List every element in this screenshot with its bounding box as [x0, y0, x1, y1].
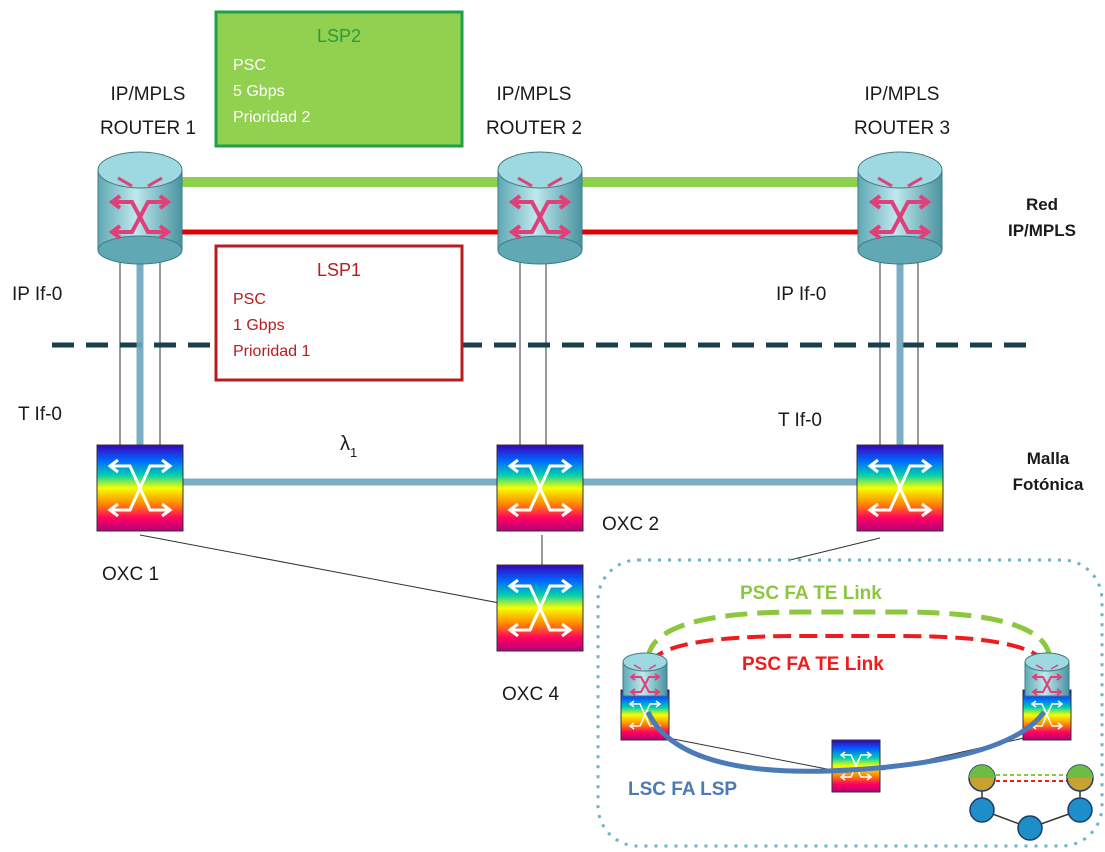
lambda-subscript: 1 — [350, 445, 357, 460]
router-1-label-line2: ROUTER 1 — [100, 118, 196, 139]
router-2-label-line2: ROUTER 2 — [486, 118, 582, 139]
router-2[interactable] — [497, 151, 583, 265]
ip-if-left: IP If-0 — [12, 284, 62, 305]
ip-if-right: IP If-0 — [776, 284, 826, 305]
inset-node-left — [620, 652, 670, 741]
lsc-fa-lsp-curve — [645, 710, 1047, 774]
router-3-label-line2: ROUTER 3 — [854, 118, 950, 139]
fa-inset: PSC FA TE Link PSC FA TE Link LSC FA LSP — [596, 558, 1104, 848]
lsp1-bandwidth: 1 Gbps — [233, 317, 285, 334]
router-1-label-line1: IP/MPLS — [111, 84, 186, 105]
lsc-fa-lsp-label: LSC FA LSP — [628, 779, 737, 800]
layer-photonic-line1: Malla — [1027, 449, 1070, 468]
psc-fa-te-link-green — [645, 609, 1053, 661]
t-if-right: T If-0 — [778, 410, 822, 431]
router-3[interactable] — [857, 151, 943, 265]
layer-ip-line2: IP/MPLS — [1008, 221, 1076, 240]
lambda-symbol: λ — [340, 433, 350, 455]
lsp2-type: PSC — [233, 57, 266, 74]
psc-fa-te-link-red — [648, 634, 1048, 666]
lsp2-bandwidth: 5 Gbps — [233, 83, 285, 100]
router-2-label-line1: IP/MPLS — [497, 84, 572, 105]
lsp1-box: LSP1 PSC 1 Gbps Prioridad 1 — [214, 244, 464, 382]
oxc-2-label: OXC 2 — [602, 514, 659, 535]
lsp2-title: LSP2 — [317, 26, 361, 46]
lsp1-priority: Prioridad 1 — [233, 343, 310, 360]
interface-links — [119, 250, 919, 606]
oxc-1-label: OXC 1 — [102, 564, 159, 585]
lsp2-box: LSP2 PSC 5 Gbps Prioridad 2 — [214, 10, 464, 148]
lsp1-type: PSC — [233, 291, 266, 308]
psc-fa-te-link-red-label: PSC FA TE Link — [742, 654, 884, 675]
t-if-left: T If-0 — [18, 404, 62, 425]
mini-topology-icon — [968, 764, 1094, 841]
lsp1-title: LSP1 — [317, 260, 361, 280]
lambda-label: λ1 — [340, 433, 357, 460]
router-3-label-line1: IP/MPLS — [865, 84, 940, 105]
layer-photonic-line2: Fotónica — [1013, 475, 1084, 494]
psc-fa-te-link-green-label: PSC FA TE Link — [740, 583, 882, 604]
inset-fiber-left — [667, 737, 833, 771]
oxc-4-label: OXC 4 — [502, 684, 559, 705]
oxc-4[interactable] — [496, 564, 584, 652]
inset-node-right — [1022, 652, 1072, 741]
oxc-3[interactable] — [856, 444, 944, 532]
oxc-2[interactable] — [496, 444, 584, 532]
layer-ip-line1: Red — [1026, 195, 1058, 214]
lsp2-priority: Prioridad 2 — [233, 109, 310, 126]
router-1[interactable] — [97, 151, 183, 265]
oxc-1[interactable] — [96, 444, 184, 532]
